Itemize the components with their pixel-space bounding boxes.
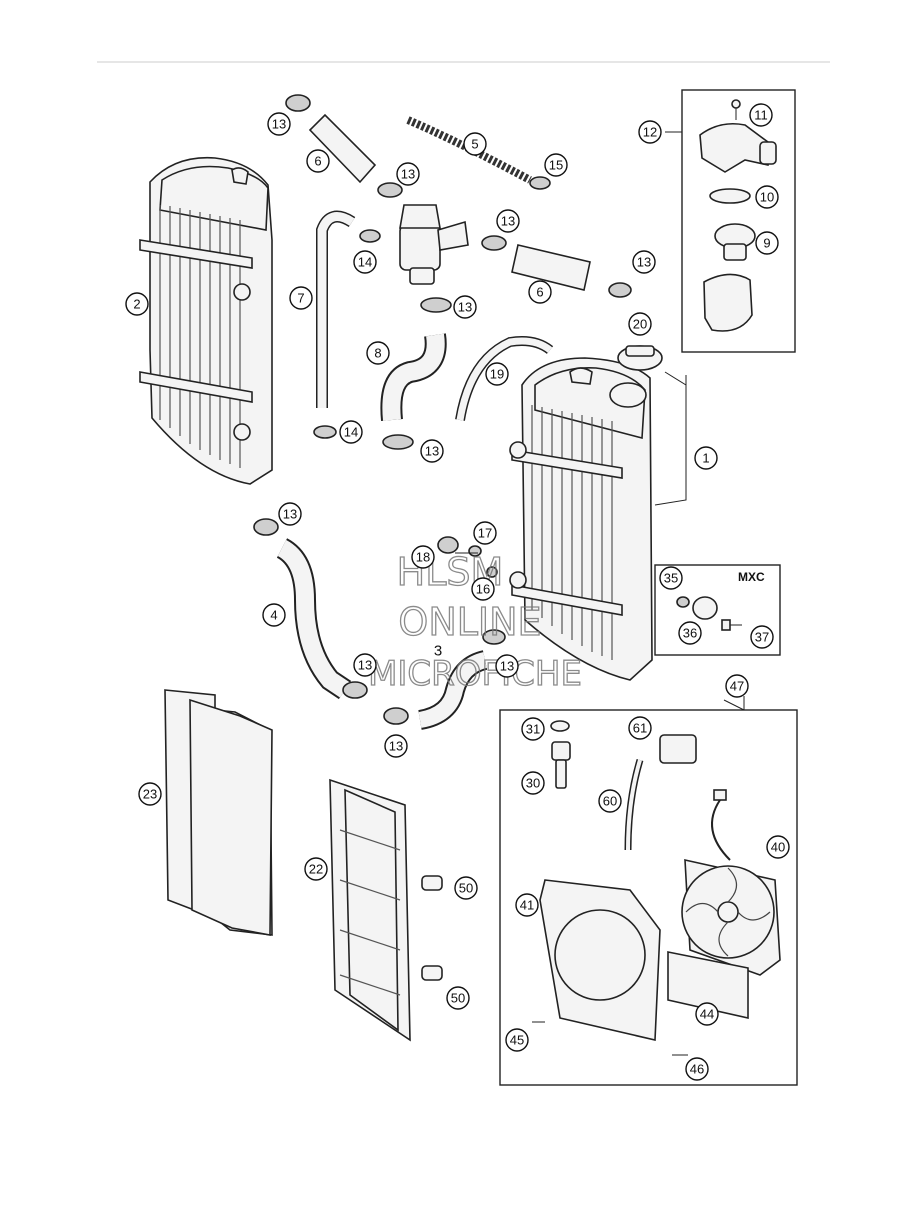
watermark: HLSM ONLINE MICROFICHE xyxy=(367,549,582,694)
mxc-parts xyxy=(676,596,742,631)
callout-17: 17 xyxy=(478,526,492,541)
callout-6: 6 xyxy=(314,154,321,169)
callout-11: 11 xyxy=(754,108,768,123)
callout-10: 10 xyxy=(760,190,774,205)
callout-36: 36 xyxy=(683,626,697,641)
callout-44: 44 xyxy=(700,1007,714,1022)
thermostat-group-frame xyxy=(681,89,796,353)
radiator-cap xyxy=(617,345,663,371)
callout-13: 13 xyxy=(500,659,514,674)
callout-13: 13 xyxy=(458,300,472,315)
watermark-line3: MICROFICHE xyxy=(368,654,582,694)
hose-clamps xyxy=(253,94,632,725)
mxc-label: MXC xyxy=(738,570,765,584)
callout-2: 2 xyxy=(133,297,140,312)
water-pump xyxy=(399,204,469,285)
callout-13: 13 xyxy=(637,255,651,270)
callout-40: 40 xyxy=(771,840,785,855)
callout-8: 8 xyxy=(374,346,381,361)
callout-41: 41 xyxy=(520,898,534,913)
watermark-line2: ONLINE xyxy=(398,600,541,644)
callout-13: 13 xyxy=(501,214,515,229)
callout-9: 9 xyxy=(763,236,770,251)
fan-parts xyxy=(532,720,781,1056)
callout-37: 37 xyxy=(755,630,769,645)
callout-46: 46 xyxy=(690,1062,704,1077)
callout-13: 13 xyxy=(389,739,403,754)
callout-19: 19 xyxy=(490,367,504,382)
callout-12: 12 xyxy=(643,125,657,140)
thermostat-parts xyxy=(699,99,777,332)
radiator-right xyxy=(509,357,653,681)
callout-5: 5 xyxy=(471,137,478,152)
leader-lines xyxy=(455,131,745,711)
callout-35: 35 xyxy=(664,571,678,586)
radiator-shrouds xyxy=(164,689,443,1042)
callout-61: 61 xyxy=(633,721,647,736)
callout-50: 50 xyxy=(451,991,465,1006)
callout-18: 18 xyxy=(416,550,430,565)
callouts: 13 6 5 13 15 11 12 10 9 13 13 14 6 2 7 1… xyxy=(125,103,790,1081)
callout-22: 22 xyxy=(309,862,323,877)
callout-50: 50 xyxy=(459,881,473,896)
callout-4: 4 xyxy=(270,608,277,623)
callout-20: 20 xyxy=(633,317,647,332)
mxc-inset-frame xyxy=(654,564,781,656)
callout-6: 6 xyxy=(536,285,543,300)
callout-31: 31 xyxy=(526,722,540,737)
callout-15: 15 xyxy=(549,158,563,173)
radiator-left xyxy=(139,156,273,485)
callout-47: 47 xyxy=(730,679,744,694)
callout-60: 60 xyxy=(603,794,617,809)
fan-group-frame xyxy=(499,709,798,1086)
callout-45: 45 xyxy=(510,1033,524,1048)
callout-13: 13 xyxy=(425,444,439,459)
callout-13: 13 xyxy=(283,507,297,522)
callout-16: 16 xyxy=(476,582,490,597)
callout-13: 13 xyxy=(272,117,286,132)
callout-13: 13 xyxy=(358,658,372,673)
callout-7: 7 xyxy=(297,291,304,306)
callout-23: 23 xyxy=(143,787,157,802)
callout-14: 14 xyxy=(344,425,358,440)
callout-14: 14 xyxy=(358,255,372,270)
callout-3: 3 xyxy=(434,643,442,660)
hoses xyxy=(276,113,591,730)
callout-30: 30 xyxy=(526,776,540,791)
callout-1: 1 xyxy=(702,451,709,466)
callout-13: 13 xyxy=(401,167,415,182)
